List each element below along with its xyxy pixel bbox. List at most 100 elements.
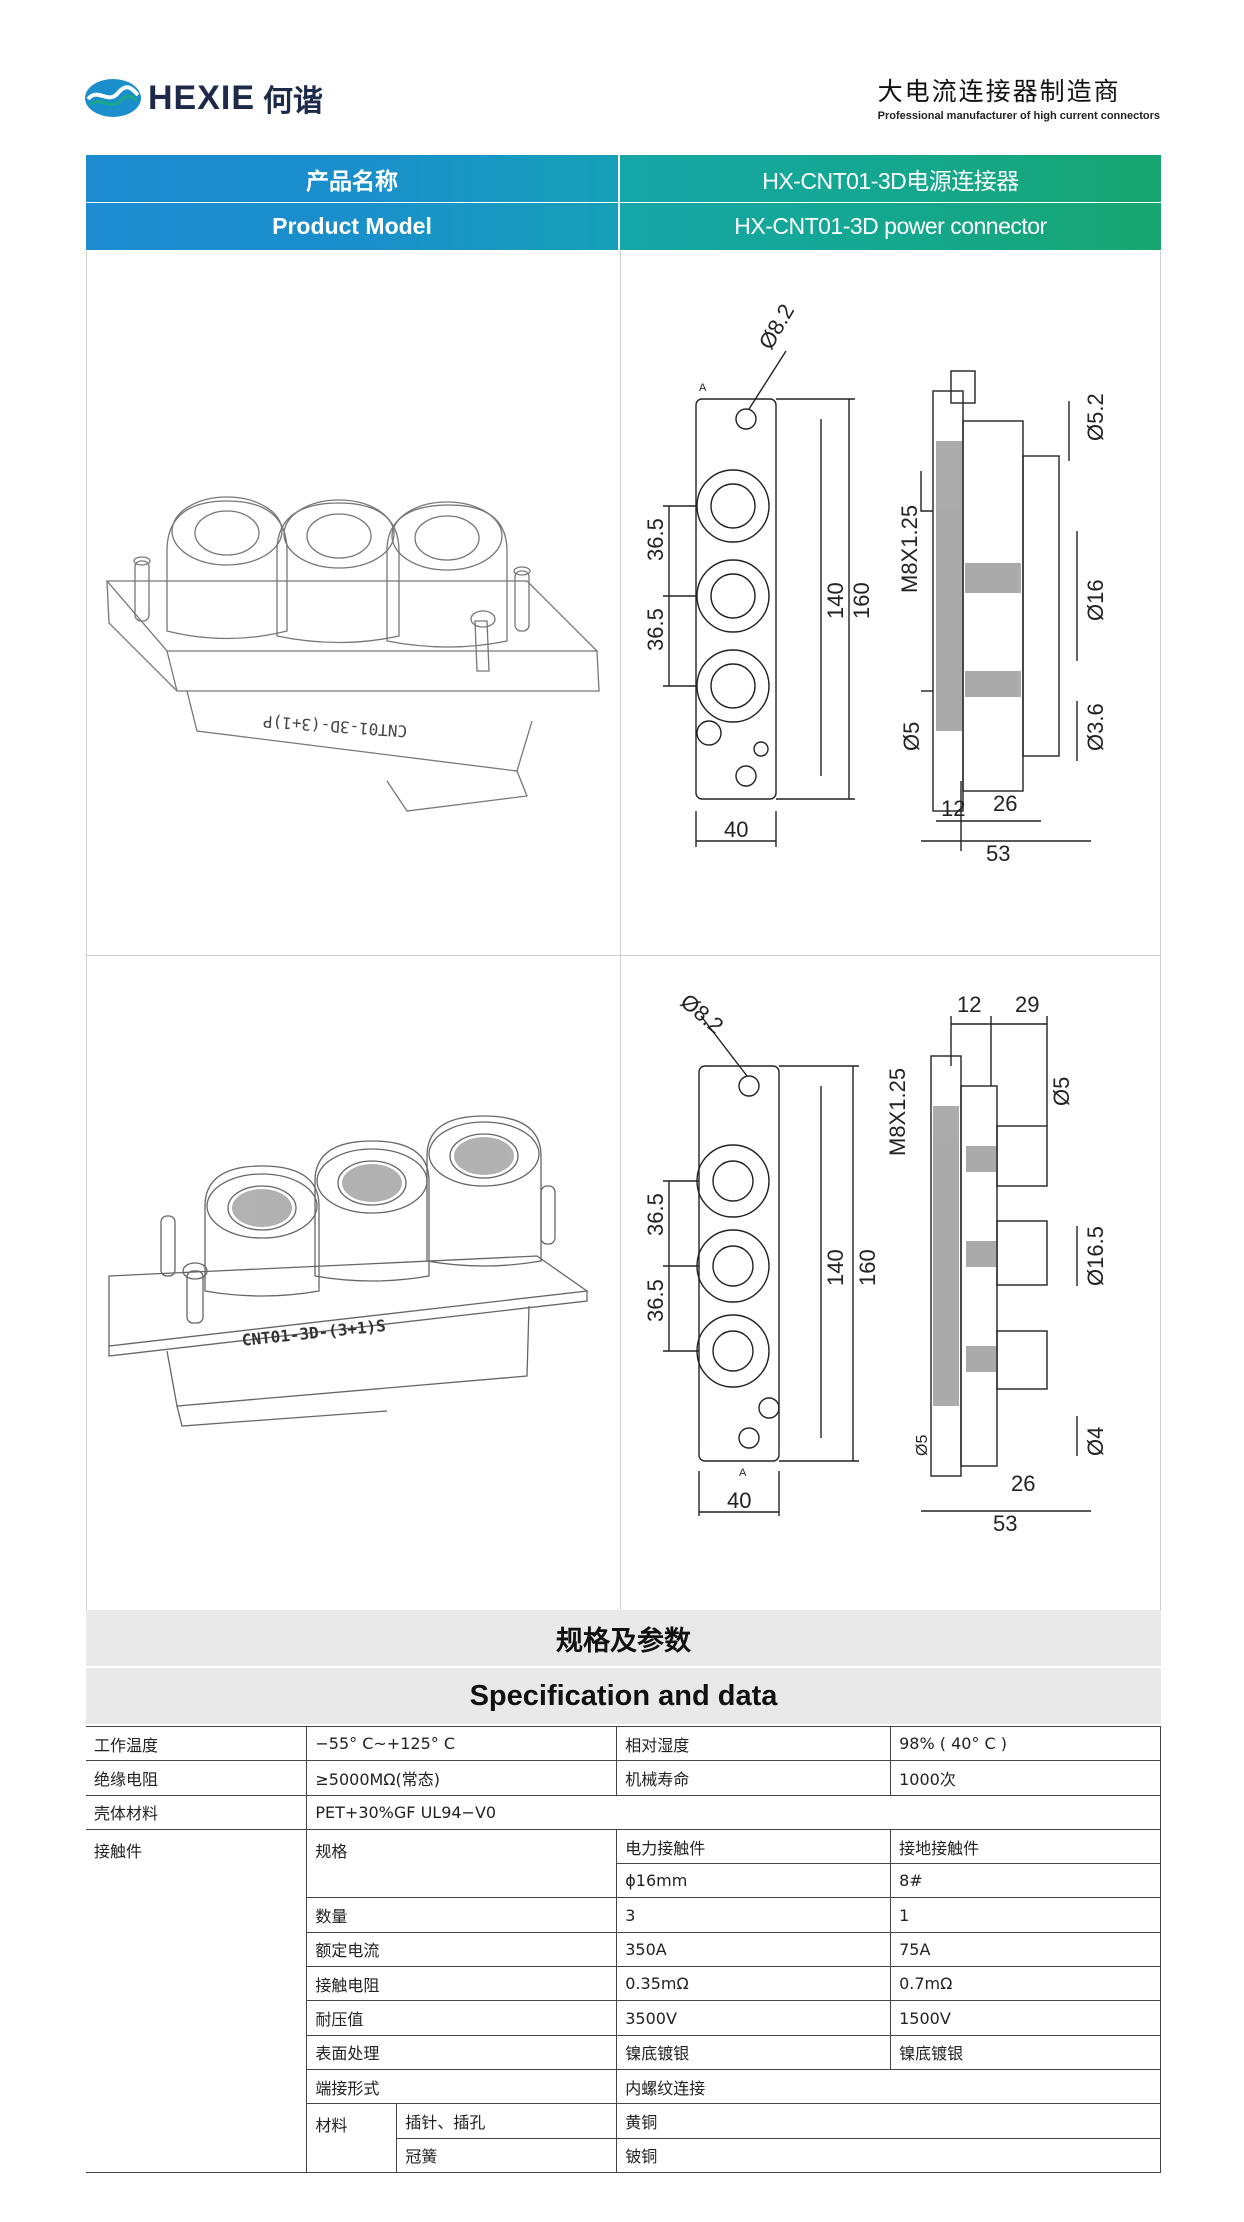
humidity-label: 相对湿度 (616, 1725, 892, 1762)
resistance-ground: 0.7mΩ (890, 1966, 1161, 2002)
socket-dim-12: 12 (957, 992, 981, 1017)
socket-d-pin: Ø5 (914, 1435, 931, 1456)
contact-label: 接触件 (86, 1828, 308, 2173)
life-label: 机械寿命 (616, 1760, 892, 1796)
table-row: 额定电流 350A 75A (86, 1931, 1161, 1968)
qty-ground: 1 (890, 1897, 1161, 1933)
power-size: ϕ16mm (616, 1863, 892, 1899)
socket-section-mark: A (739, 1467, 747, 1479)
surface-label: 表面处理 (306, 2034, 618, 2070)
product-name-label: 产品名称 (86, 155, 620, 202)
current-label: 额定电流 (306, 1931, 618, 1968)
spec-table: 工作温度 −55° C~+125° C 相对湿度 98% ( 40° C ) 绝… (86, 1725, 1161, 2173)
pin-value: 黄铜 (616, 2103, 1161, 2139)
plug-h-inner: 140 (823, 582, 848, 619)
tagline: 大电流连接器制造商 Professional manufacturer of h… (878, 72, 1160, 122)
spec-title-cn: 规格及参数 (86, 1610, 1161, 1668)
plug-thread: M8X1.25 (897, 505, 922, 593)
table-row: ϕ16mm 8# (86, 1863, 1161, 1899)
socket-pitch1: 36.5 (643, 1193, 668, 1236)
table-row: 绝缘电阻 ≥5000MΩ(常态) 机械寿命 1000次 (86, 1760, 1161, 1796)
qty-label: 数量 (306, 1897, 618, 1933)
spec-heading: 规格及参数 Specification and data (86, 1610, 1161, 1726)
tagline-en: Professional manufacturer of high curren… (877, 110, 1160, 122)
spring-value: 铍铜 (616, 2137, 1161, 2173)
voltage-power: 3500V (616, 2000, 892, 2036)
table-row: 冠簧 铍铜 (86, 2137, 1161, 2173)
socket-dim-26: 26 (1011, 1471, 1035, 1496)
spec-title-en: Specification and data (86, 1668, 1161, 1726)
hexie-logo-icon (85, 79, 141, 117)
plug-part-marking: CNT01-3D-(3+1)P (262, 712, 407, 741)
plug-d-hole: Ø8.2 (754, 300, 800, 354)
plug-section-mark: A (699, 382, 707, 394)
socket-isometric-drawing: CNT01-3D-(3+1)S (108, 1115, 589, 1427)
life-value: 1000次 (890, 1760, 1161, 1796)
image-row-plug: CNT01-3D-(3+1)P (86, 251, 1161, 956)
surface-power: 镍底镀银 (616, 2034, 892, 2070)
qty-power: 3 (616, 1897, 892, 1933)
ground-size: 8# (890, 1863, 1161, 1899)
socket-d-hole: Ø8.2 (676, 989, 729, 1039)
temp-label: 工作温度 (86, 1725, 308, 1762)
plug-dim-26: 26 (993, 791, 1017, 816)
power-contact-header: 电力接触件 (616, 1828, 892, 1865)
plug-dim-12: 12 (941, 796, 965, 821)
table-row: 端接形式 内螺纹连接 (86, 2068, 1161, 2105)
socket-pitch2: 36.5 (643, 1279, 668, 1322)
socket-part-marking: CNT01-3D-(3+1)S (241, 1316, 387, 1350)
socket-h-outer: 160 (855, 1249, 880, 1286)
voltage-label: 耐压值 (306, 2000, 618, 2036)
socket-isometric-cell: CNT01-3D-(3+1)S (87, 956, 621, 1611)
plug-dim-53: 53 (986, 841, 1010, 866)
socket-dimension-cell: Ø8.2 36.5 36.5 140 160 40 M8X1.25 Ø5 Ø16… (621, 956, 1162, 1611)
plug-pitch2: 36.5 (643, 608, 668, 651)
shell-label: 壳体材料 (86, 1794, 308, 1830)
insulation-value: ≥5000MΩ(常态) (306, 1760, 618, 1796)
plug-dimension-cell: Ø8.2 36.5 36.5 140 160 40 M8X1.25 Ø5.2 Ø… (621, 251, 1162, 956)
plug-d-pin: Ø5 (899, 722, 924, 751)
plug-d-top: Ø5.2 (1083, 393, 1108, 441)
insulation-label: 绝缘电阻 (86, 1760, 308, 1796)
image-row-socket: CNT01-3D-(3+1)S (86, 956, 1161, 1611)
socket-thread: M8X1.25 (885, 1068, 910, 1156)
current-ground: 75A (890, 1931, 1161, 1968)
logo-text-en: HEXIE (148, 78, 256, 117)
table-row: 材料 插针、插孔 黄铜 (86, 2103, 1161, 2173)
product-model-value: HX-CNT01-3D power connector (620, 203, 1161, 250)
voltage-ground: 1500V (890, 2000, 1161, 2036)
plug-h-outer: 160 (849, 582, 874, 619)
terminal-label: 端接形式 (306, 2068, 618, 2105)
surface-ground: 镍底镀银 (890, 2034, 1161, 2070)
resistance-power: 0.35mΩ (616, 1966, 892, 2002)
brand-logo: HEXIE 何谐 (84, 76, 323, 120)
product-model-row: Product Model HX-CNT01-3D power connecto… (86, 203, 1161, 251)
socket-width: 40 (727, 1488, 751, 1513)
material-label: 材料 (306, 2103, 398, 2173)
socket-dimension-drawing: Ø8.2 36.5 36.5 140 160 40 M8X1.25 Ø5 Ø16… (643, 989, 1108, 1536)
plug-pitch1: 36.5 (643, 518, 668, 561)
product-name-row: 产品名称 HX-CNT01-3D电源连接器 (86, 155, 1161, 203)
table-row: 表面处理 镍底镀银 镍底镀银 (86, 2034, 1161, 2070)
shell-value: PET+30%GF UL94−V0 (306, 1794, 1161, 1830)
logo-text-cn: 何谐 (263, 84, 324, 119)
plug-dimension-drawing: Ø8.2 36.5 36.5 140 160 40 M8X1.25 Ø5.2 Ø… (643, 300, 1108, 866)
product-name-value: HX-CNT01-3D电源连接器 (620, 155, 1161, 202)
spec-label: 规格 (306, 1828, 618, 1899)
table-row: 耐压值 3500V 1500V (86, 2000, 1161, 2036)
tagline-cn: 大电流连接器制造商 (877, 77, 1121, 106)
spring-label: 冠簧 (396, 2137, 618, 2173)
plug-isometric-drawing: CNT01-3D-(3+1)P (105, 496, 600, 812)
terminal-value: 内螺纹连接 (616, 2068, 1161, 2105)
product-table: 产品名称 HX-CNT01-3D电源连接器 Product Model HX-C… (86, 155, 1161, 1611)
socket-dim-29: 29 (1015, 992, 1039, 1017)
plug-isometric-cell: CNT01-3D-(3+1)P (87, 251, 621, 956)
product-model-label: Product Model (86, 203, 620, 250)
socket-d-mid: Ø16.5 (1083, 1226, 1108, 1286)
socket-d-top: Ø5 (1049, 1077, 1074, 1106)
temp-value: −55° C~+125° C (306, 1725, 618, 1762)
plug-width: 40 (724, 817, 748, 842)
ground-contact-header: 接地接触件 (890, 1828, 1161, 1865)
header: HEXIE 何谐 大电流连接器制造商 Professional manufact… (84, 70, 1160, 130)
